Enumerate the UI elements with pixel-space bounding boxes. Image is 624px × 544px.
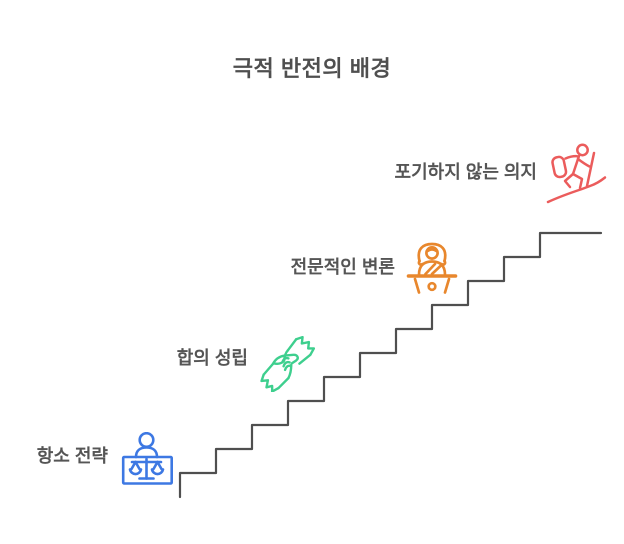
speaker-podium-strokes [406,242,458,294]
step-label-professional-defense: 전문적인 변론 [290,257,395,277]
speaker-podium-icon [406,242,458,294]
climbing-hiker-strokes [546,143,607,204]
step-label-settlement: 합의 성립 [176,348,248,368]
staircase-line [178,231,603,499]
handshake-icon [260,336,316,392]
step-label-never-give-up: 포기하지 않는 의지 [394,162,537,182]
handshake-strokes [260,336,316,392]
judge-desk-scales-icon [121,432,174,485]
climbing-hiker-icon [546,143,607,204]
step-label-appeal-strategy: 항소 전략 [36,446,108,466]
judge-desk-scales-strokes [121,432,174,485]
page-title: 극적 반전의 배경 [232,56,392,81]
